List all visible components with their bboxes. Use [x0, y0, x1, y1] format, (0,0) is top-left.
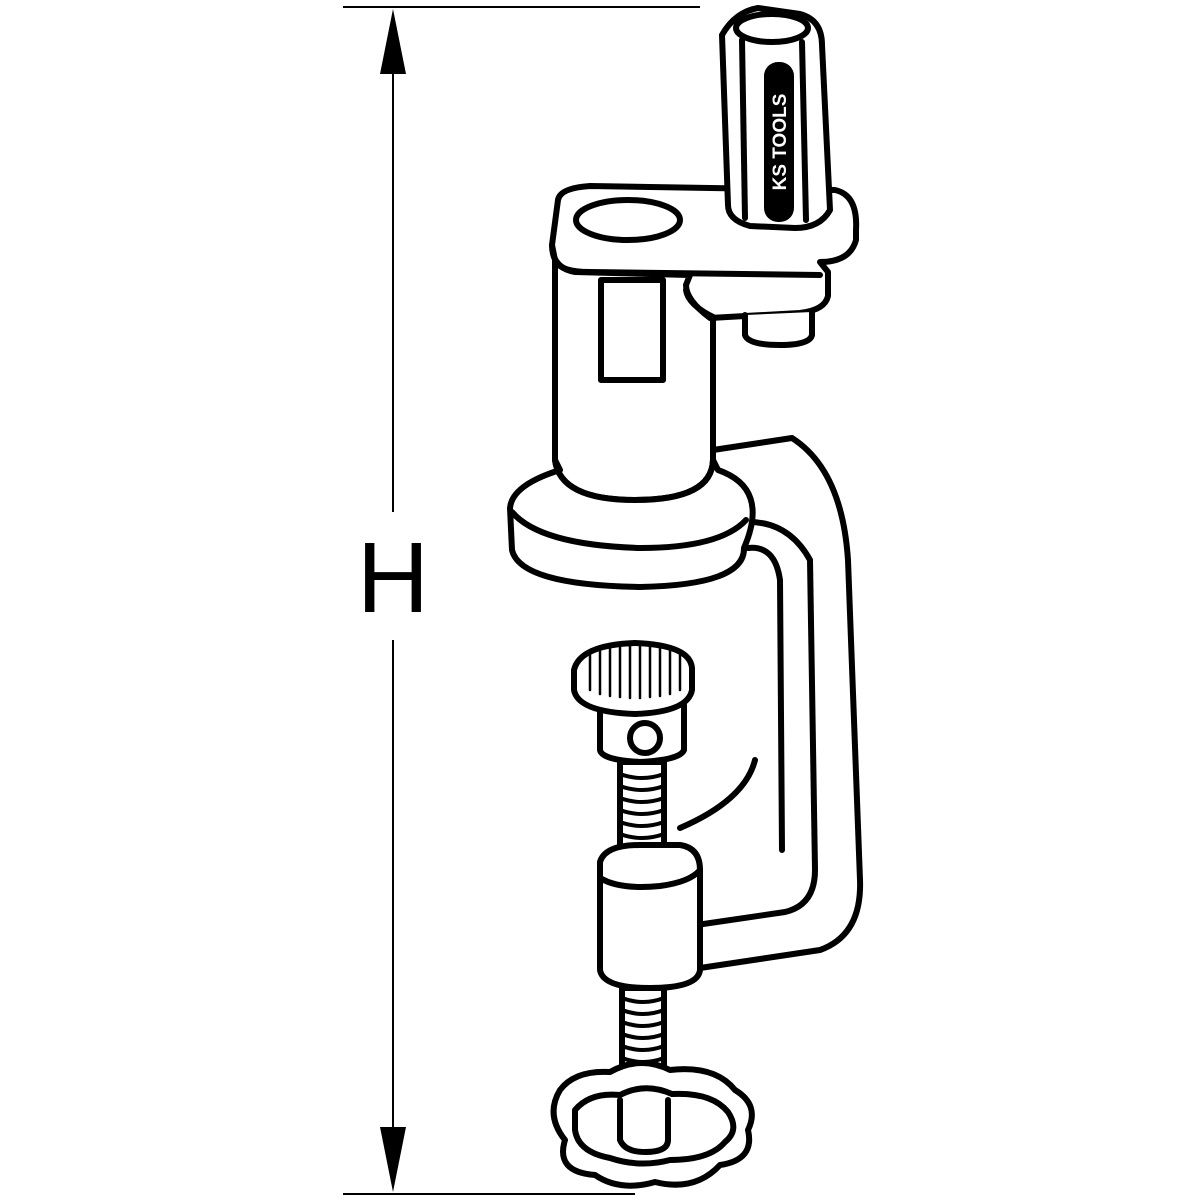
thumb-screw [571, 640, 695, 765]
hex-handle-face-right [799, 39, 809, 223]
logo-text: KS TOOLS [770, 94, 791, 191]
thumb-screw-head [571, 640, 695, 717]
hex-handle-top [733, 11, 811, 45]
base-collar [507, 457, 756, 590]
c-frame-outer [697, 435, 864, 971]
dimension-arrow-up [380, 9, 406, 74]
head-plate-front-edge [549, 242, 823, 278]
clamp-jaw-top [597, 867, 703, 890]
hex-handle: KS TOOLS [719, 5, 833, 231]
hex-handle-face-left [739, 37, 748, 221]
dimension-label: H [357, 522, 429, 634]
logo-badge [764, 62, 794, 222]
star-knob-inner [572, 1085, 737, 1167]
base-collar-edge [509, 509, 749, 551]
c-frame-groove [745, 544, 785, 853]
pillar-slot [598, 277, 666, 383]
clamp-jaw [597, 842, 703, 991]
lower-stop-front [683, 287, 718, 321]
clamp-body [507, 257, 864, 971]
dimension-arrow-down [380, 1127, 406, 1192]
thumb-screw-pin [627, 720, 663, 756]
c-frame-inner [673, 518, 818, 931]
star-knob-hub [617, 1097, 671, 1155]
star-knob [550, 1059, 755, 1189]
c-frame-throat [677, 757, 758, 831]
ks-tools-logo: KS TOOLS [764, 62, 794, 222]
clamp-jaw-block [597, 842, 703, 991]
lower-stop [742, 309, 815, 348]
head-plate-hole [573, 197, 683, 243]
thumb-screw-knurl [588, 644, 682, 700]
height-dimension: H [343, 6, 700, 1195]
